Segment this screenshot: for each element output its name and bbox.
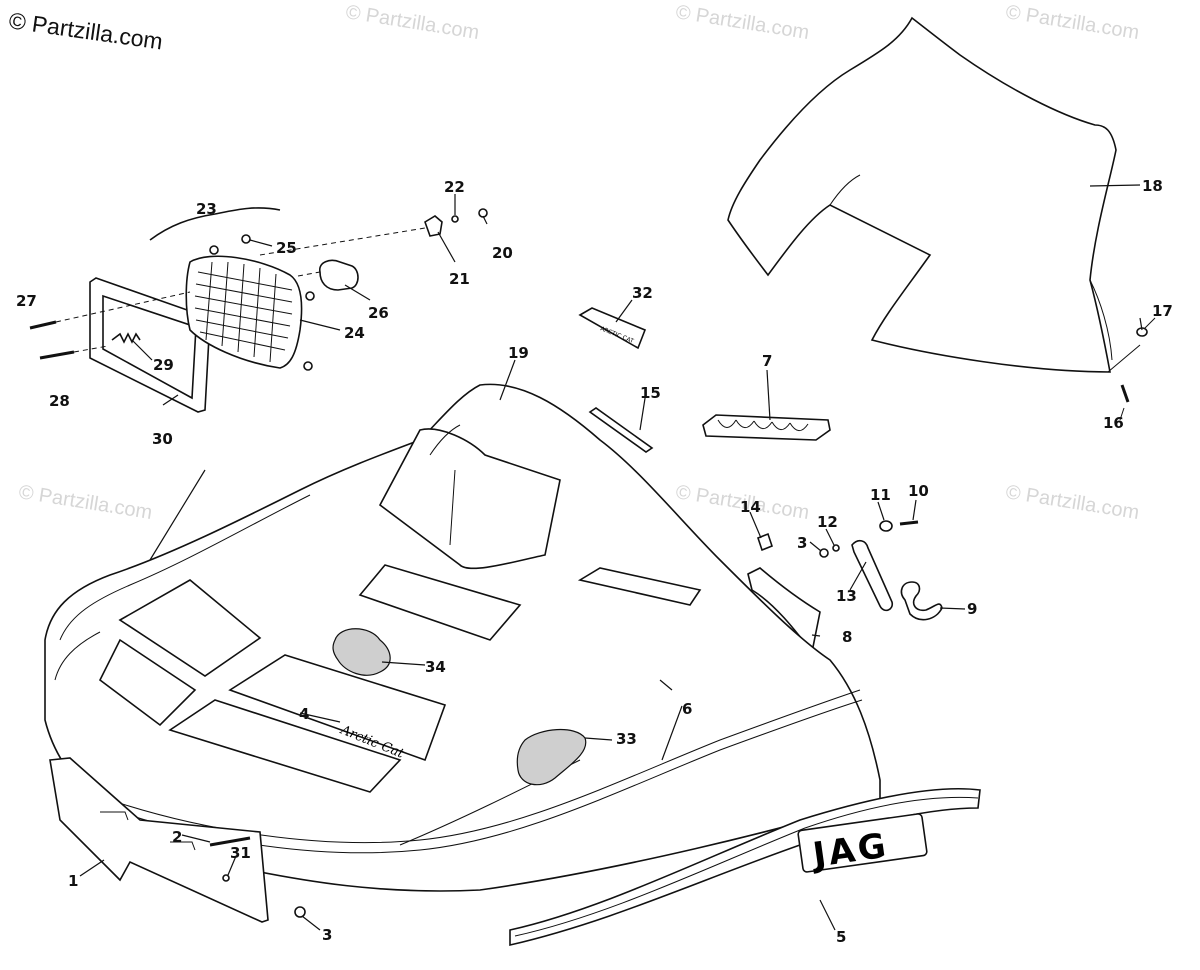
hood: Arctic Cat <box>44 383 881 892</box>
hinge-hardware <box>747 520 943 654</box>
callout-29: 29 <box>153 356 174 374</box>
callout-9: 9 <box>967 600 977 618</box>
bumper-bracket <box>49 757 306 923</box>
trim-strip <box>588 407 654 453</box>
decal-area <box>332 628 391 676</box>
callout-22: 22 <box>444 178 465 196</box>
callout-23: 23 <box>196 200 217 218</box>
screw <box>1120 384 1130 403</box>
nut <box>478 208 488 218</box>
headlight-assembly <box>29 207 488 413</box>
partzilla-watermark: © Partzilla.com <box>674 1 811 44</box>
nut <box>294 906 306 918</box>
callout-32: 32 <box>632 284 653 302</box>
callout-13: 13 <box>836 587 857 605</box>
callout-15: 15 <box>640 384 661 402</box>
callout-labels: 1 2 3 3 4 5 6 7 8 9 10 11 12 13 14 15 16… <box>16 177 1173 946</box>
wire <box>149 207 281 241</box>
callout-7: 7 <box>762 352 772 370</box>
callout-25: 25 <box>276 239 297 257</box>
nut <box>241 234 251 244</box>
washer <box>832 544 840 552</box>
screw <box>39 350 75 360</box>
grommet <box>879 520 893 532</box>
leader-lines <box>79 194 1143 931</box>
callout-3: 3 <box>322 926 332 944</box>
callout-11: 11 <box>870 486 891 504</box>
callout-17: 17 <box>1152 302 1173 320</box>
hinge-arm <box>851 539 894 612</box>
callout-8: 8 <box>842 628 852 646</box>
bumper <box>757 532 773 552</box>
hood-latch <box>900 581 943 621</box>
callout-26: 26 <box>368 304 389 322</box>
callout-31: 31 <box>230 844 251 862</box>
bolt <box>899 520 919 526</box>
windshield <box>727 16 1156 421</box>
sealed-beam <box>185 255 303 369</box>
side-stripe: JAG <box>509 787 981 947</box>
callout-28: 28 <box>49 392 70 410</box>
callout-3: 3 <box>797 534 807 552</box>
callout-10: 10 <box>908 482 929 500</box>
callout-18: 18 <box>1142 177 1163 195</box>
bracket <box>424 215 443 237</box>
callout-21: 21 <box>449 270 470 288</box>
screw <box>29 320 57 330</box>
callout-30: 30 <box>152 430 173 448</box>
callout-1: 1 <box>68 872 78 890</box>
callout-33: 33 <box>616 730 637 748</box>
vent-louver <box>702 414 831 441</box>
callout-16: 16 <box>1103 414 1124 432</box>
jag-badge <box>797 813 928 873</box>
partzilla-watermark: © Partzilla.com <box>344 1 481 44</box>
headlight-bulb <box>319 259 359 291</box>
callout-4: 4 <box>299 705 309 723</box>
callout-34: 34 <box>425 658 446 676</box>
partzilla-watermark: © Partzilla.com <box>1004 1 1141 44</box>
callout-19: 19 <box>508 344 529 362</box>
partzilla-watermark: © Partzilla.com <box>17 481 154 524</box>
decal-plate: ARCTIC CAT <box>578 307 647 350</box>
partzilla-corner-watermark: © Partzilla.com <box>7 7 164 54</box>
callout-27: 27 <box>16 292 37 310</box>
nut <box>222 874 230 882</box>
callout-24: 24 <box>344 324 365 342</box>
callout-6: 6 <box>682 700 692 718</box>
partzilla-watermark: © Partzilla.com <box>1004 481 1141 524</box>
callout-2: 2 <box>172 828 182 846</box>
nut <box>819 548 829 558</box>
callout-5: 5 <box>836 928 846 946</box>
callout-12: 12 <box>817 513 838 531</box>
callout-20: 20 <box>492 244 513 262</box>
callout-14: 14 <box>740 498 761 516</box>
spring <box>111 332 141 344</box>
decal-area <box>516 728 587 786</box>
screw <box>209 836 251 847</box>
washer <box>451 215 459 223</box>
